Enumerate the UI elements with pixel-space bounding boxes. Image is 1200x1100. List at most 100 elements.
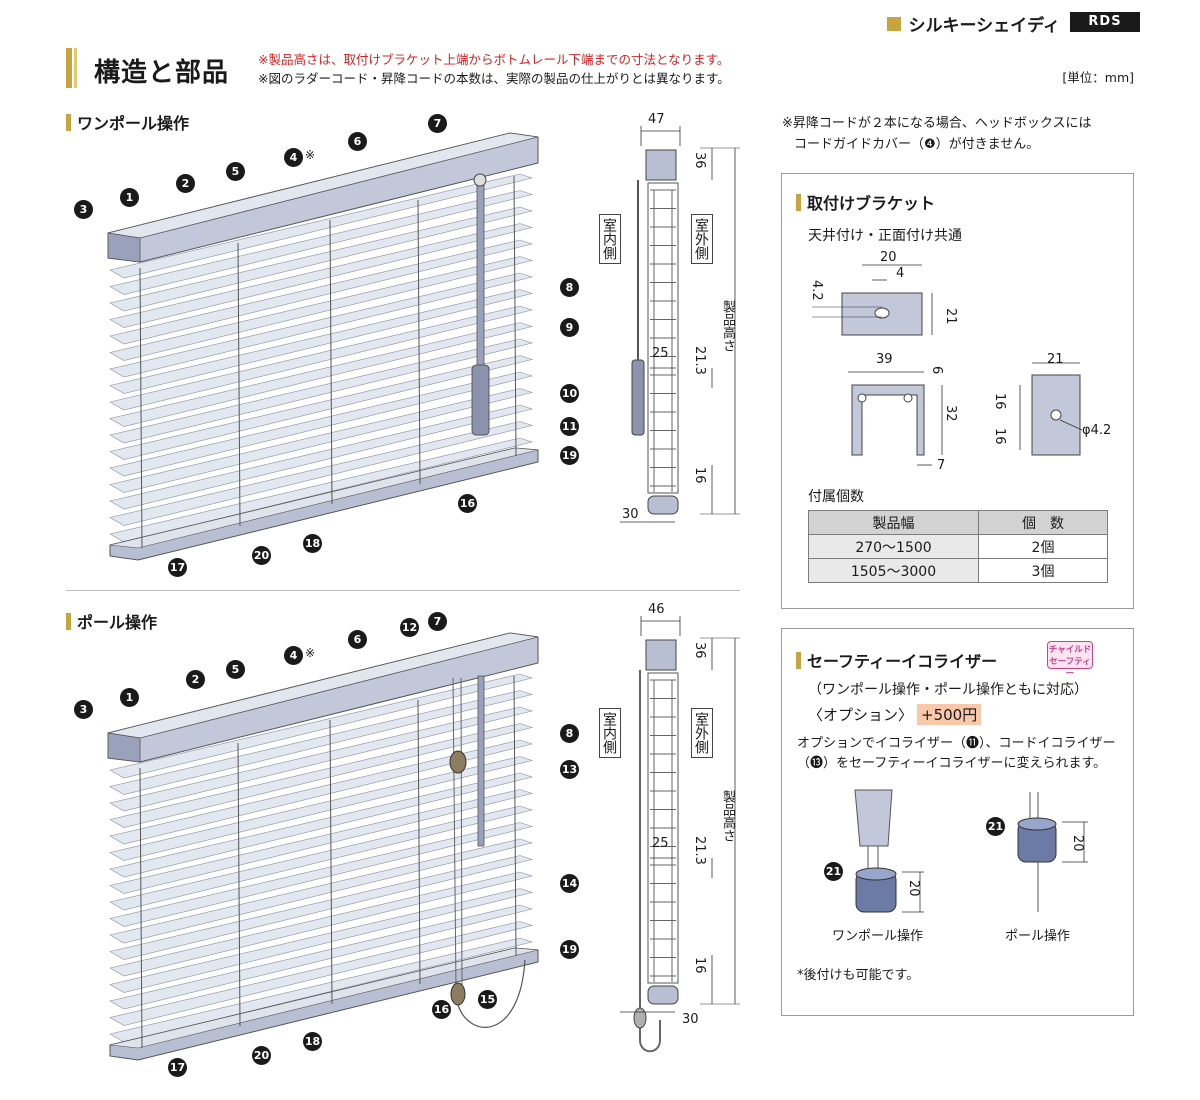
callout-6: 6 <box>348 630 367 649</box>
callout-5: 5 <box>226 660 245 679</box>
slat <box>109 937 534 1043</box>
brand-label: シルキーシェイディ <box>886 11 1060 36</box>
bracket-dim-32: 32 <box>943 405 958 422</box>
dim-bottom-bottom: 16 <box>692 957 707 974</box>
qty-count: 2個 <box>978 534 1108 559</box>
ladder-cord <box>237 742 241 1027</box>
section-bar <box>66 612 71 630</box>
equalizer-footnote: *後付けも可能です。 <box>797 968 920 983</box>
slat <box>109 338 534 444</box>
side-view-bottom <box>620 616 740 1053</box>
qty-header-width: 製品幅 <box>808 510 979 535</box>
label-indoor-top: 室内側 <box>599 214 621 264</box>
qty-count: 3個 <box>978 558 1108 583</box>
callout-4-mark: ※ <box>305 646 316 660</box>
slat <box>109 706 534 812</box>
blind-diagrams <box>107 126 740 1061</box>
qty-table: 製品幅 個 数 270～1500 2個 1505～3000 3個 <box>808 510 1108 583</box>
note-height: ※製品高さは、取付けブラケット上端からボトムレール下端までの寸法となります。 <box>258 52 730 67</box>
label-outdoor-top: 室外側 <box>691 214 713 264</box>
side-bottom-rail <box>647 495 679 515</box>
brand-square-icon <box>886 16 901 31</box>
callout-21: 21 <box>986 817 1005 836</box>
bracket-dim-39: 39 <box>876 352 893 367</box>
ladder-cord <box>139 767 143 1049</box>
callout-13: 13 <box>560 760 579 779</box>
section-pole: ポール操作 <box>66 609 157 633</box>
dim-head-top: 36 <box>692 152 707 169</box>
ladder-cord <box>513 675 517 957</box>
callout-17: 17 <box>168 1058 187 1077</box>
dim-pitch-bottom: 25 <box>652 836 669 851</box>
headbox-end <box>107 232 141 263</box>
callout-16: 16 <box>458 494 477 513</box>
ladder-cord <box>139 267 143 549</box>
slat <box>109 723 534 828</box>
callout-1: 1 <box>120 688 139 707</box>
callout-4: 4 <box>284 148 303 167</box>
callout-1: 1 <box>120 188 139 207</box>
slat <box>109 355 534 460</box>
equalizer-desc-line1: オプションでイコライザー（⓫）、コードイコライザー <box>797 736 1116 751</box>
bracket-title: 取付けブラケット <box>796 190 935 214</box>
pole-grip <box>471 364 490 436</box>
callout-8: 8 <box>560 724 579 743</box>
qty-header-row: 製品幅 個 数 <box>808 510 1108 535</box>
bottom-rail-top <box>109 947 539 1049</box>
equalizer-desc-line2: （⓭）をセーフティーイコライザーに変えられます。 <box>797 756 1107 771</box>
slat <box>109 256 534 361</box>
brand-code-badge: RDS <box>1070 12 1140 32</box>
bracket-dim-6: 6 <box>929 366 944 375</box>
bottom-rail-top <box>109 447 539 549</box>
side-view-top <box>620 126 740 523</box>
slat <box>109 805 534 911</box>
ladder-cord <box>513 175 517 457</box>
slat <box>109 772 534 878</box>
equalizer-option: 〈オプション〉 +500円 <box>808 704 982 725</box>
section-bar <box>66 113 71 131</box>
side-bottom-rail <box>647 985 679 1005</box>
slat <box>109 404 534 510</box>
ladder-cord <box>329 219 333 505</box>
dim-rail-bottom: 30 <box>682 1012 699 1027</box>
callout-17: 17 <box>168 558 187 577</box>
one-pole-grip <box>854 789 893 847</box>
callout-10: 10 <box>560 384 579 403</box>
bracket-drawings <box>812 264 1083 466</box>
slat <box>109 223 534 328</box>
slat <box>109 239 534 345</box>
callout-20: 20 <box>252 546 271 565</box>
side-pole-grip <box>631 359 645 436</box>
bracket-dim-hole: φ4.2 <box>1082 423 1112 438</box>
callout-2: 2 <box>186 670 205 689</box>
slat <box>109 904 534 1010</box>
slat <box>109 739 534 845</box>
callout-20: 20 <box>252 1046 271 1065</box>
equalizer-desc: オプションでイコライザー（⓫）、コードイコライザー （⓭）をセーフティーイコライ… <box>797 734 1116 774</box>
title-bar <box>796 651 801 669</box>
dim-bottom-top: 16 <box>692 467 707 484</box>
section-divider <box>66 590 740 591</box>
cord-tassel <box>450 982 466 1006</box>
slat <box>109 756 534 861</box>
slat <box>109 690 534 795</box>
callout-7: 7 <box>428 114 447 133</box>
blind-one-pole <box>107 132 539 561</box>
slat <box>109 921 534 1026</box>
callout-7: 7 <box>428 612 447 631</box>
callout-18: 18 <box>303 534 322 553</box>
equalizer-label-pole: ポール操作 <box>1005 929 1071 944</box>
slat <box>109 305 534 411</box>
note-cords: ※図のラダーコード・昇降コードの本数は、実際の製品の仕上がりとは異なります。 <box>258 71 730 86</box>
qty-range: 270～1500 <box>808 534 979 559</box>
unit-label: [単位：mm] <box>1062 70 1134 85</box>
callout-11: 11 <box>560 417 579 436</box>
callout-9: 9 <box>560 318 579 337</box>
child-safety-badge: チャイルドセーフティー <box>1047 641 1093 679</box>
ladder-cord <box>329 719 333 1005</box>
label-outdoor-bottom: 室外側 <box>691 708 713 758</box>
option-label: 〈オプション〉 <box>808 706 914 724</box>
callout-21: 21 <box>824 862 843 881</box>
label-product-height-bottom: 製品高さ <box>720 790 735 842</box>
callout-18: 18 <box>303 1032 322 1051</box>
